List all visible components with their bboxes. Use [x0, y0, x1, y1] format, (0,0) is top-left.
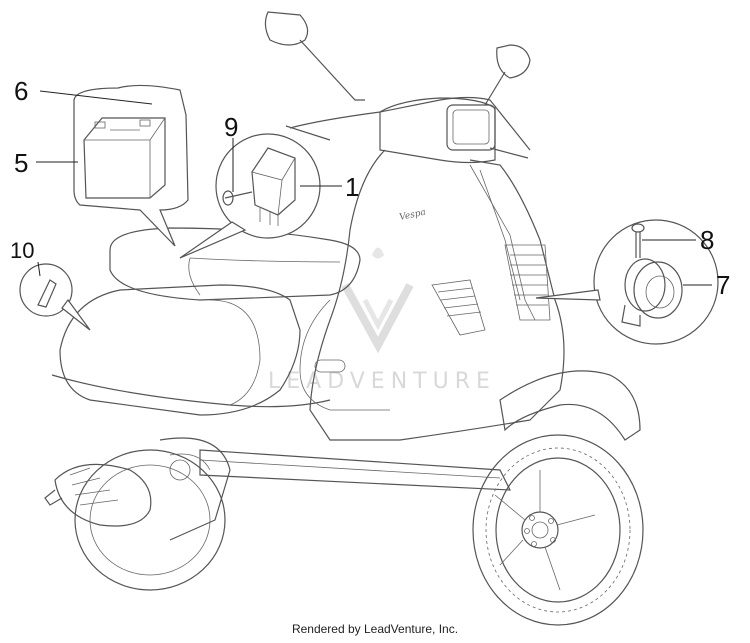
callout-6: 6 [14, 76, 28, 106]
footer-credit: Rendered by LeadVenture, Inc. [291, 622, 459, 636]
battery-callout-bubble [73, 84, 189, 247]
bolt-icon [222, 190, 253, 206]
callout-5: 5 [14, 148, 28, 178]
horn-icon [621, 258, 683, 327]
callout-7: 7 [716, 270, 730, 300]
bracket-callout-bubble [19, 263, 91, 331]
callout-9: 9 [224, 112, 238, 142]
battery-icon [83, 117, 166, 199]
scooter-badge: Vespa [399, 208, 427, 223]
leadventure-watermark: LEADVENTURE [268, 247, 496, 394]
bracket-icon [37, 279, 57, 308]
watermark-text: LEADVENTURE [268, 369, 496, 394]
callout-10: 10 [10, 238, 34, 263]
callout-8: 8 [700, 225, 714, 255]
callout-numbers: 1 5 6 7 8 9 10 [10, 76, 730, 300]
relay-icon [251, 147, 296, 226]
horn-bolt-icon [631, 223, 645, 258]
horn-callout-bubble [535, 219, 719, 345]
relay-callout-bubble [179, 133, 321, 259]
callout-1: 1 [345, 172, 359, 202]
leader-lines [36, 90, 712, 286]
scooter-outline: Vespa [44, 11, 644, 626]
